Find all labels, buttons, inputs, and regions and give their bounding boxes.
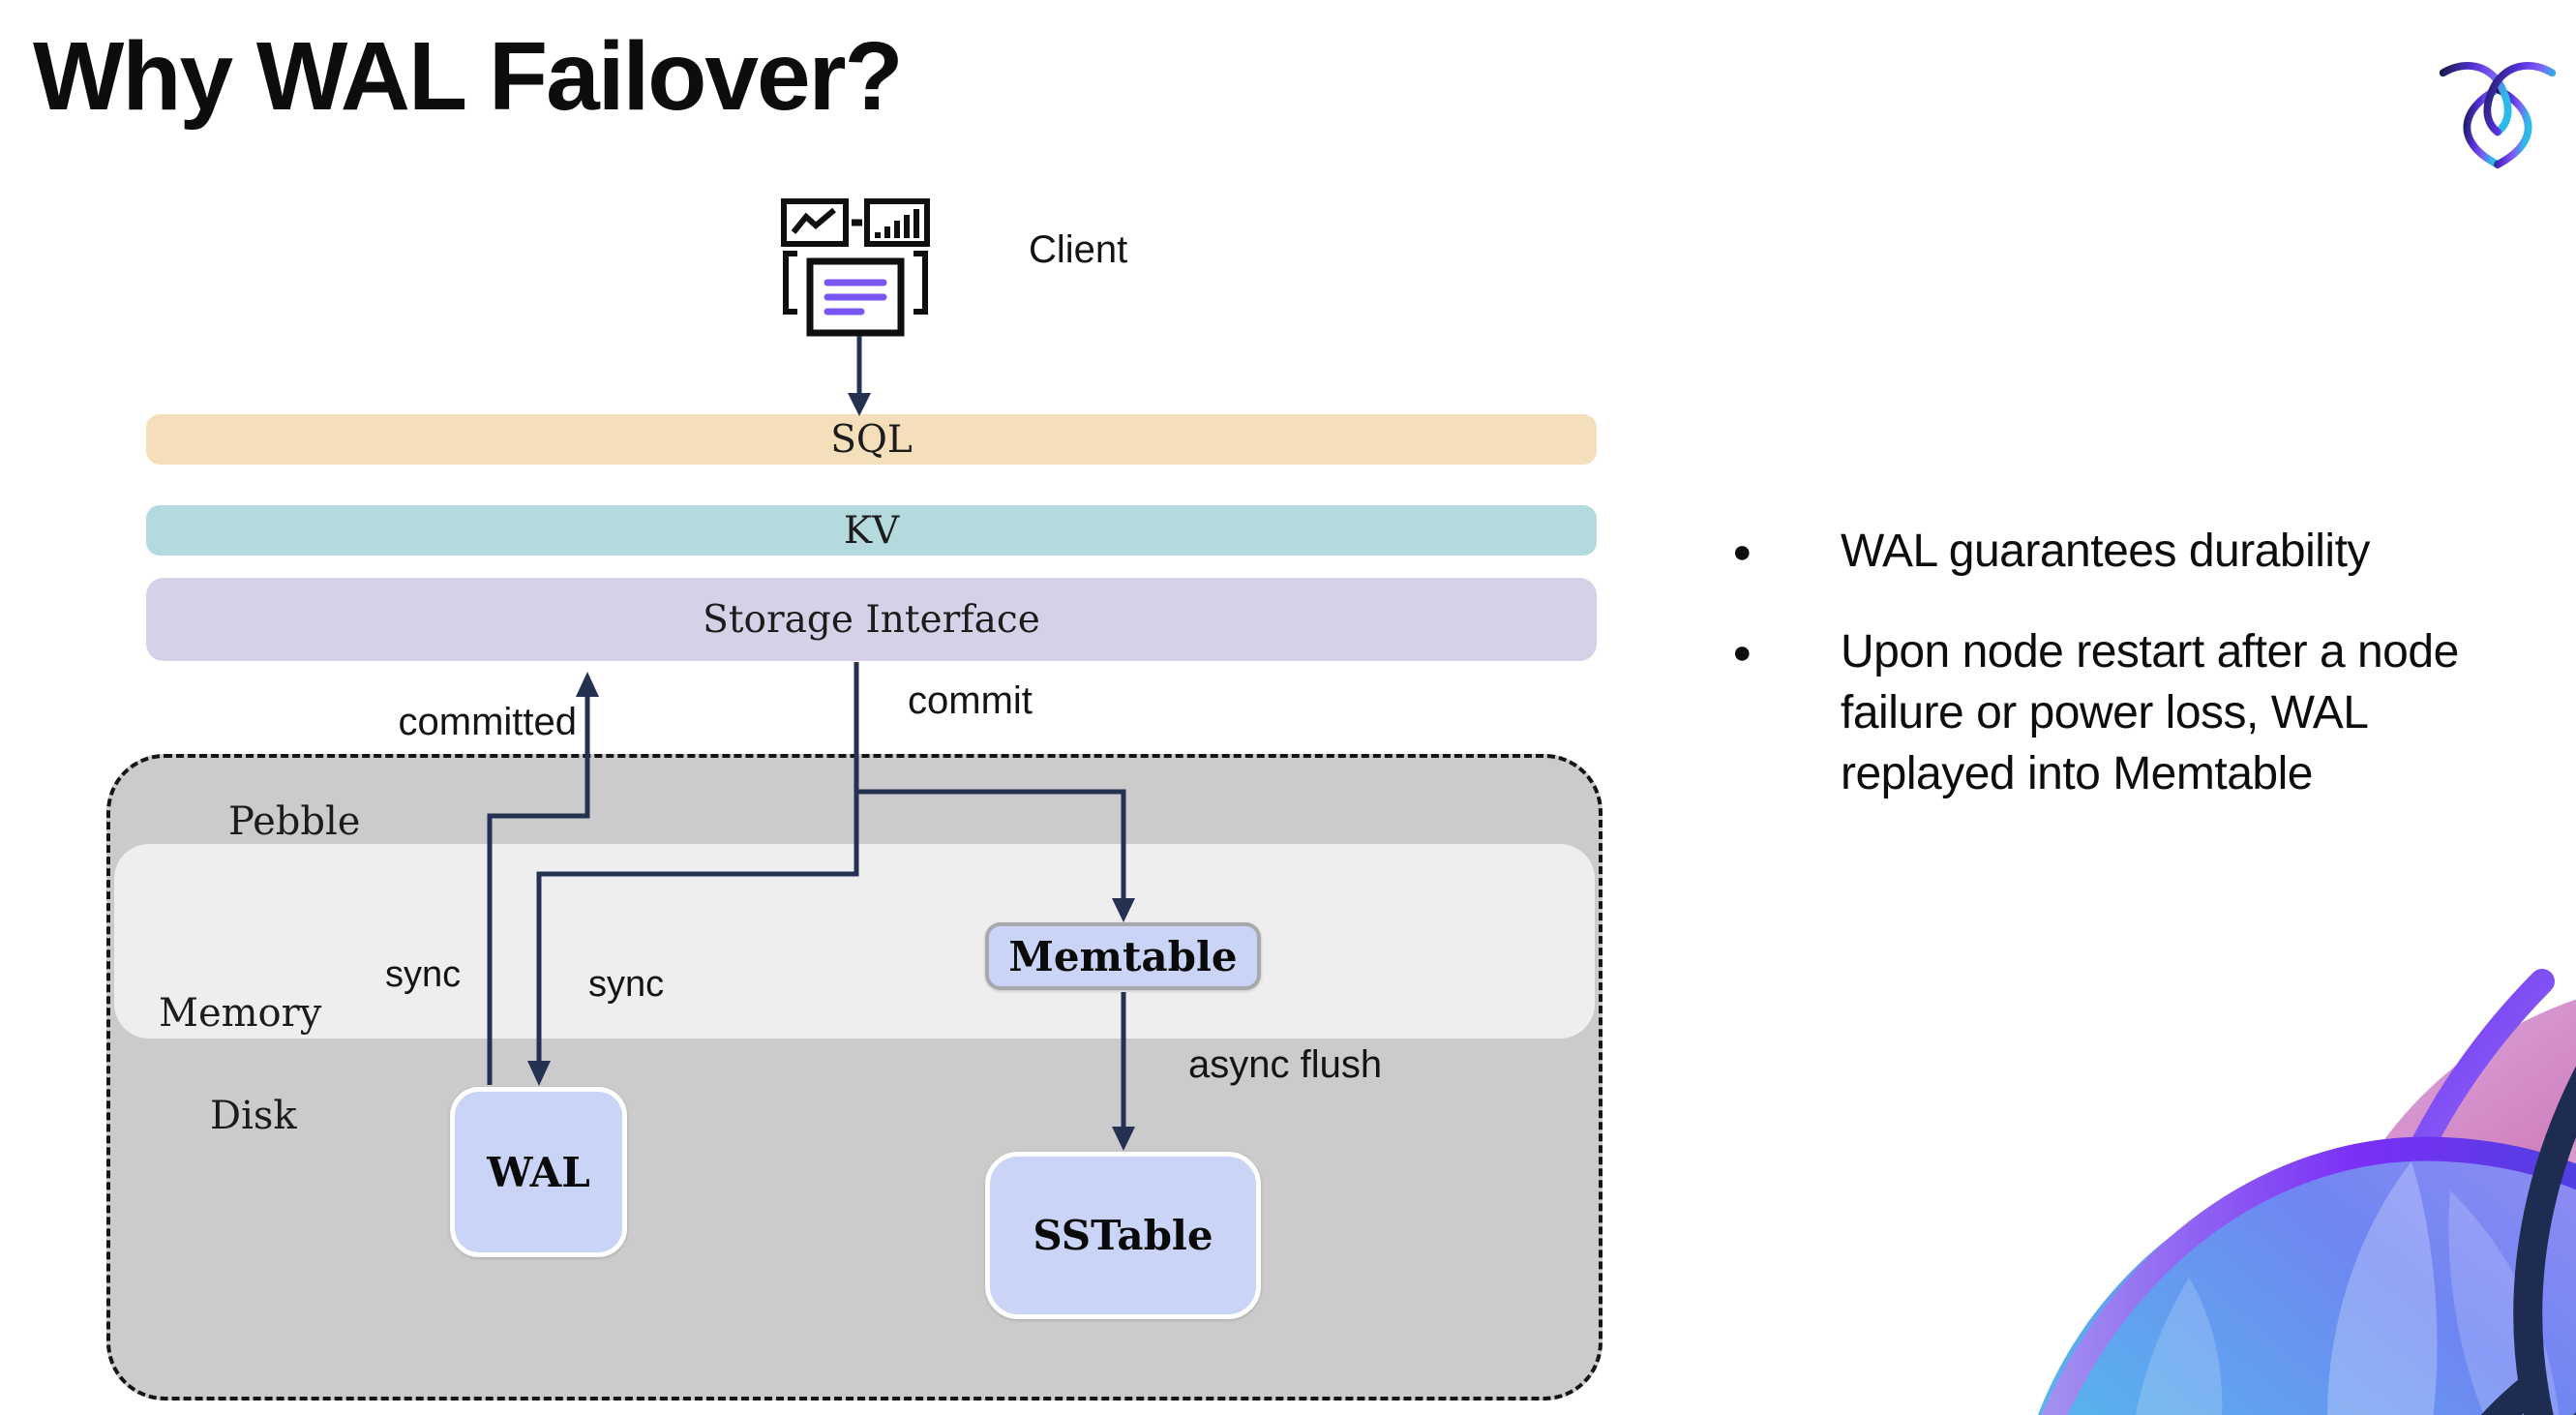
edge-label-async-flush: async flush [1188,1043,1383,1086]
node-sstable: SSTable [985,1152,1261,1319]
edge-label-sync-right: sync [588,964,665,1005]
line-chart-icon [781,198,849,247]
disk-label: Disk [210,1094,297,1138]
node-wal: WAL [450,1087,627,1257]
edge-label-committed: committed [398,701,578,743]
bullet-list: ● WAL guarantees durability ● Upon node … [1732,521,2576,843]
bullet-dot-icon: ● [1732,634,1752,671]
page-title: Why WAL Failover? [33,22,904,131]
bullet-dot-icon: ● [1732,533,1752,570]
cockroachdb-logo-icon [2440,62,2556,168]
client-label: Client [1029,228,1128,271]
arrowhead-up [576,672,599,697]
bar-chart-icon [864,198,930,247]
memory-label: Memory [159,991,322,1036]
bullet-item: ● WAL guarantees durability [1732,521,2576,583]
client-icon [781,198,930,337]
bullet-text: Upon node restart after a node failure o… [1841,626,2459,799]
layer-kv: KV [146,505,1597,556]
document-icon [783,251,928,337]
bullet-text: WAL guarantees durability [1841,526,2370,577]
bullet-item: ● Upon node restart after a node failure… [1732,621,2576,804]
pebble-label: Pebble [228,799,361,844]
brand-graphic [2037,969,2576,1415]
node-memtable: Memtable [985,922,1261,990]
layer-sql: SQL [146,414,1597,465]
edge-label-sync-left: sync [385,954,462,995]
layer-storage-interface: Storage Interface [146,578,1597,661]
memory-band [114,844,1595,1039]
edge-label-commit: commit [908,679,1033,722]
arrowhead-down [848,393,871,416]
